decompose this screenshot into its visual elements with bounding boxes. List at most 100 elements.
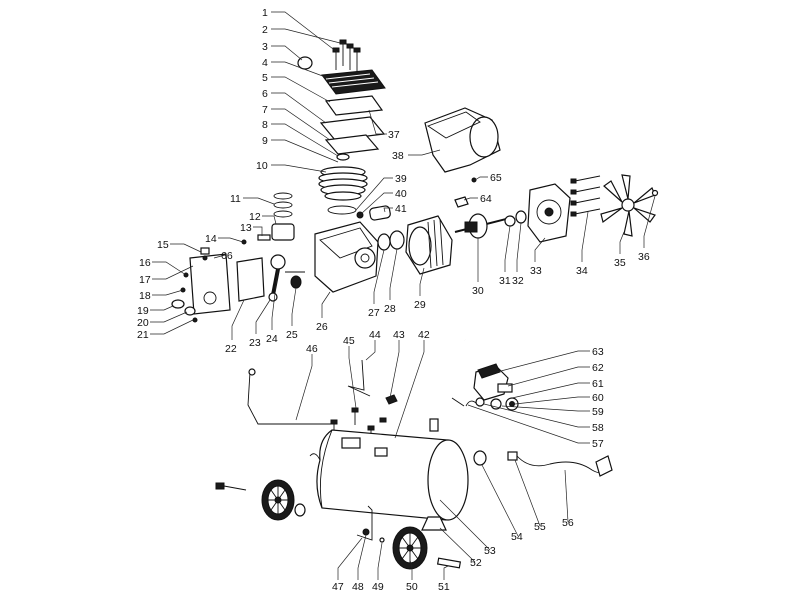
power-cable: [516, 455, 604, 474]
callout-66: 66: [221, 250, 233, 262]
callout-37: 37: [388, 129, 400, 141]
screw-66: [202, 255, 208, 261]
motor-stator: [405, 215, 453, 275]
callout-40: 40: [395, 188, 407, 200]
eccentric: [290, 275, 302, 289]
callout-26: 26: [316, 321, 328, 333]
bearing-28: [389, 230, 405, 250]
callout-35: 35: [614, 257, 626, 269]
cover-screw-15: [200, 247, 210, 255]
callout-21: 21: [137, 329, 149, 341]
head-bolts: [332, 39, 361, 72]
callout-labels: 1 2 3 4 5 6 7 8 9 10 11 12 13 14 15 16 1…: [137, 7, 650, 593]
callout-46: 46: [306, 343, 318, 355]
callout-64: 64: [480, 193, 492, 205]
motor-end-cover: [527, 183, 571, 243]
nut-48: [362, 528, 370, 536]
sight-glass: [203, 291, 217, 305]
callout-63: 63: [592, 346, 604, 358]
piston-rings: [273, 192, 293, 218]
callout-13: 13: [240, 222, 252, 234]
outlet-pipe: [247, 371, 335, 425]
callout-31: 31: [499, 275, 511, 287]
callout-11: 11: [230, 193, 241, 205]
bearing-27: [377, 233, 391, 251]
tie-bolts: [570, 175, 601, 217]
power-plug: [595, 455, 613, 477]
callout-14: 14: [205, 233, 217, 245]
piston-pin: [257, 234, 271, 241]
callout-59: 59: [592, 406, 604, 418]
gasket-4: [324, 95, 384, 116]
cable-gland: [507, 451, 518, 461]
cable-clip: [454, 196, 469, 208]
drain-plug-20: [184, 306, 196, 316]
side-cover: [236, 257, 265, 302]
washer-21: [192, 317, 198, 323]
wheel-right: [392, 526, 428, 570]
callout-16: 16: [139, 257, 151, 269]
handle-inner: [426, 336, 466, 437]
callout-43: 43: [393, 329, 405, 341]
callout-28: 28: [384, 303, 396, 315]
callout-36: 36: [638, 251, 650, 263]
callout-56: 56: [562, 517, 574, 529]
callout-50: 50: [406, 581, 418, 593]
callout-42: 42: [418, 329, 430, 341]
callout-33: 33: [530, 265, 542, 277]
air-tank: [309, 418, 469, 521]
o-ring-39: [327, 205, 357, 215]
callout-49: 49: [372, 581, 384, 593]
callout-54: 54: [511, 531, 523, 543]
rubber-foot: [421, 516, 447, 531]
callout-47: 47: [332, 581, 344, 593]
callout-38: 38: [392, 150, 404, 162]
callout-5: 5: [262, 72, 268, 84]
bearing-31: [504, 215, 516, 227]
callout-20: 20: [137, 317, 149, 329]
callout-4: 4: [262, 57, 268, 69]
motor-bracket: [347, 359, 371, 397]
tank-plug: [473, 450, 487, 466]
callout-2: 2: [262, 24, 268, 36]
crankcase: [314, 221, 379, 293]
cylinder-head: [321, 69, 386, 95]
motor-rotor: [454, 213, 511, 239]
callout-45: 45: [343, 335, 355, 347]
axle-bracket: [356, 505, 373, 541]
callout-58: 58: [592, 422, 604, 434]
cylinder: [318, 166, 368, 201]
callout-6: 6: [262, 88, 268, 100]
callout-19: 19: [137, 305, 149, 317]
washer-32: [515, 210, 527, 224]
cooling-fan: [600, 174, 656, 237]
callout-44: 44: [369, 329, 381, 341]
gasket-7: [324, 134, 380, 155]
callout-34: 34: [576, 265, 588, 277]
callout-48: 48: [352, 581, 364, 593]
callout-55: 55: [534, 521, 546, 533]
callout-17: 17: [139, 274, 151, 286]
callout-53: 53: [484, 545, 496, 557]
callout-10: 10: [256, 160, 268, 172]
bushing: [369, 205, 391, 221]
washer-49: [379, 537, 385, 543]
callout-62: 62: [592, 362, 604, 374]
callout-23: 23: [249, 337, 261, 349]
axle-bolt-right: [436, 557, 462, 569]
reed-valve: [336, 153, 350, 161]
parts-artwork: [171, 39, 659, 570]
callout-24: 24: [266, 333, 278, 345]
spacer-left: [294, 503, 306, 517]
callout-12: 12: [249, 211, 261, 223]
callout-61: 61: [592, 378, 604, 390]
callout-30: 30: [472, 285, 484, 297]
callout-60: 60: [592, 392, 604, 404]
axle-bolt-left: [215, 482, 247, 491]
fan-clip: [651, 189, 659, 197]
callout-52: 52: [470, 557, 482, 569]
piston: [271, 223, 295, 241]
breather-19: [171, 299, 185, 309]
leader-lines: [150, 11, 656, 580]
callout-22: 22: [225, 343, 237, 355]
